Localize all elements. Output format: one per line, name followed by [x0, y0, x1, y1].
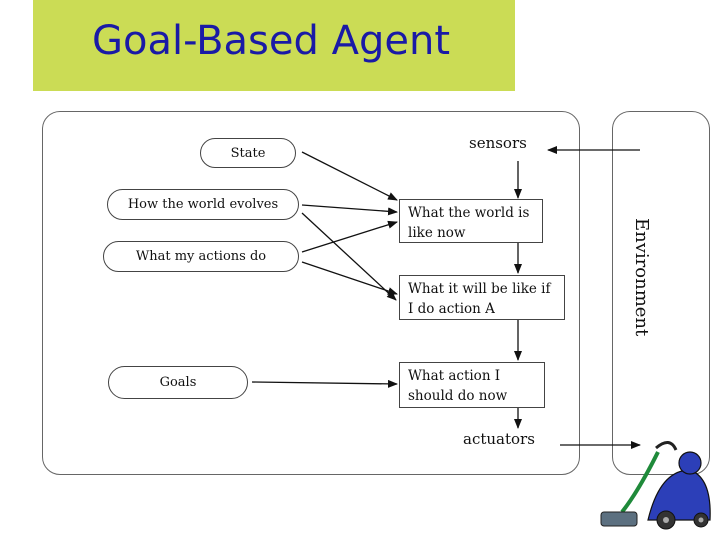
action-now-box: What action I should do now [399, 362, 545, 408]
arrow-actions-to-will-be [301, 261, 398, 295]
arrow-evolves-to-will-be [301, 212, 397, 301]
will-be-box: What it will be like if I do action A [399, 275, 565, 320]
state-node: State [200, 138, 296, 168]
arrow-evolves-to-world-now [301, 204, 398, 216]
arrow-actions-to-world-now [301, 220, 398, 253]
sensors-label: sensors [469, 134, 527, 152]
actions-do-label: What my actions do [135, 249, 267, 264]
environment-frame [612, 111, 710, 475]
world-evolves-label: How the world evolves [127, 197, 279, 212]
arrow-state-to-world-now [301, 151, 398, 201]
goals-node: Goals [108, 366, 248, 399]
goals-label: Goals [159, 375, 197, 390]
agent-frame [42, 111, 580, 475]
actions-do-node: What my actions do [103, 241, 299, 272]
world-evolves-node: How the world evolves [107, 189, 299, 220]
arrow-goals-to-action [251, 379, 398, 388]
slide-title: Goal-Based Agent [92, 18, 451, 64]
vacuum-cleaner-icon [600, 441, 711, 530]
world-now-box: What the world is like now [399, 199, 543, 243]
state-label: State [230, 145, 266, 161]
actuators-label: actuators [463, 430, 535, 448]
title-band [33, 0, 515, 91]
